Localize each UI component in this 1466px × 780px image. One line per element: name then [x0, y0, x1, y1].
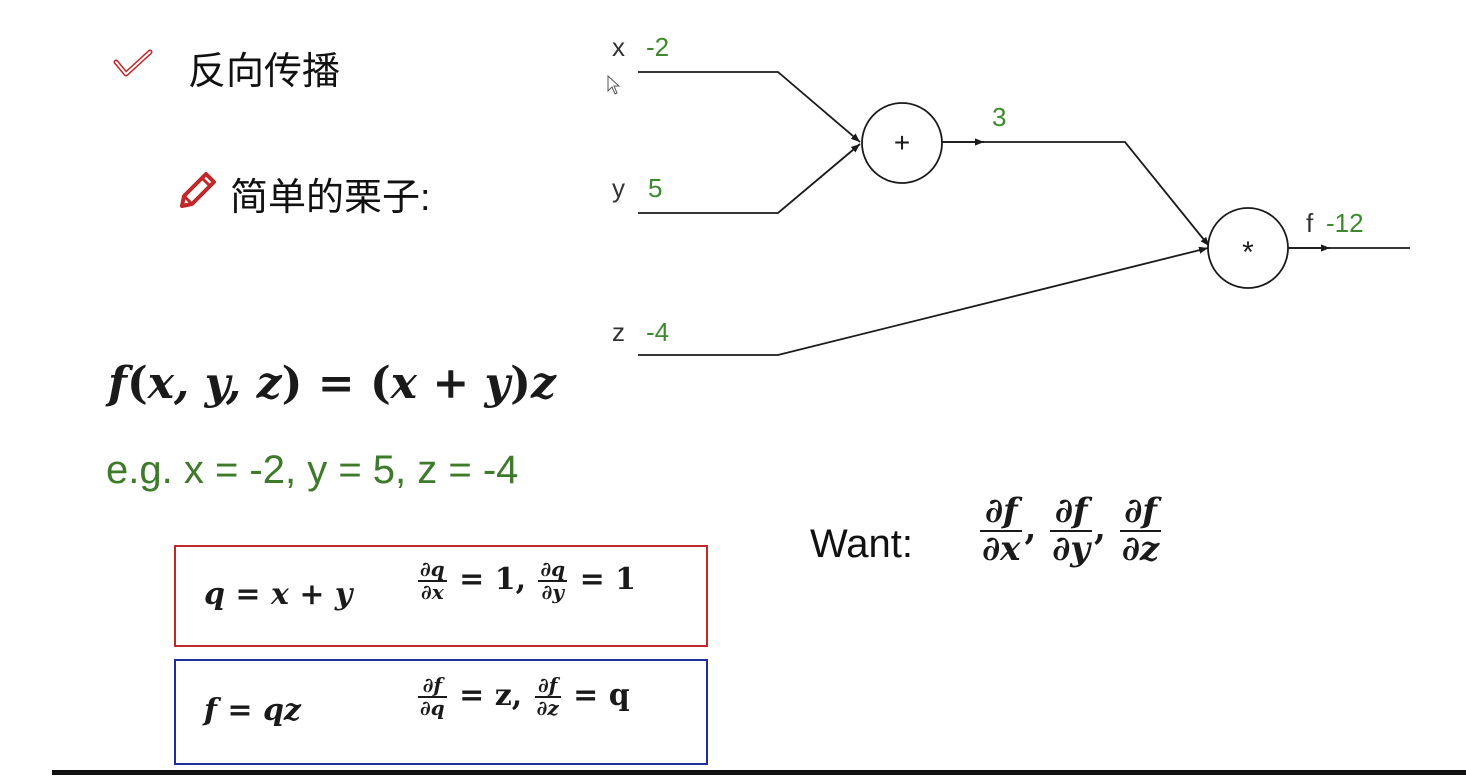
mouse-cursor-icon — [607, 74, 621, 95]
equation-box-f: f = qz ∂f∂q = z, ∂f∂z = q — [174, 659, 708, 765]
output-f-name: f — [1306, 208, 1314, 238]
add-output-value: 3 — [992, 102, 1006, 132]
multiply-node — [1207, 207, 1289, 289]
edge-add-to-mul — [942, 141, 1210, 247]
add-node-op: + — [894, 127, 910, 158]
function-definition: f(x, y, z) = (x + y)z — [108, 358, 556, 409]
multiply-node-op: * — [1242, 236, 1254, 269]
add-node — [861, 102, 943, 184]
input-y-value: 5 — [648, 173, 662, 203]
example-values: e.g. x = -2, y = 5, z = -4 — [106, 448, 519, 492]
input-x-value: -2 — [646, 32, 669, 62]
edge-z-to-mul — [638, 246, 1209, 356]
want-label: Want: — [810, 522, 913, 566]
output-f-value: -12 — [1326, 208, 1364, 238]
input-y-name: y — [612, 173, 625, 203]
want-fraction: ∂f∂x — [980, 491, 1023, 569]
input-z-name: z — [612, 317, 625, 347]
want-fraction: ∂f∂z — [1119, 491, 1162, 569]
want-fraction: ∂f∂y — [1050, 491, 1093, 569]
section-title: 反向传播 — [188, 51, 341, 93]
example-title: 简单的栗子: — [230, 177, 431, 219]
input-z-value: -4 — [646, 317, 669, 347]
input-x-name: x — [612, 32, 625, 62]
pencil-icon — [176, 170, 218, 215]
edge-y-to-add — [638, 143, 861, 214]
bottom-rule — [52, 770, 1466, 775]
check-icon — [112, 48, 154, 85]
edge-x-to-add — [638, 71, 861, 143]
equation-box-q: q = x + y ∂q∂x = 1, ∂q∂y = 1 — [174, 545, 708, 647]
